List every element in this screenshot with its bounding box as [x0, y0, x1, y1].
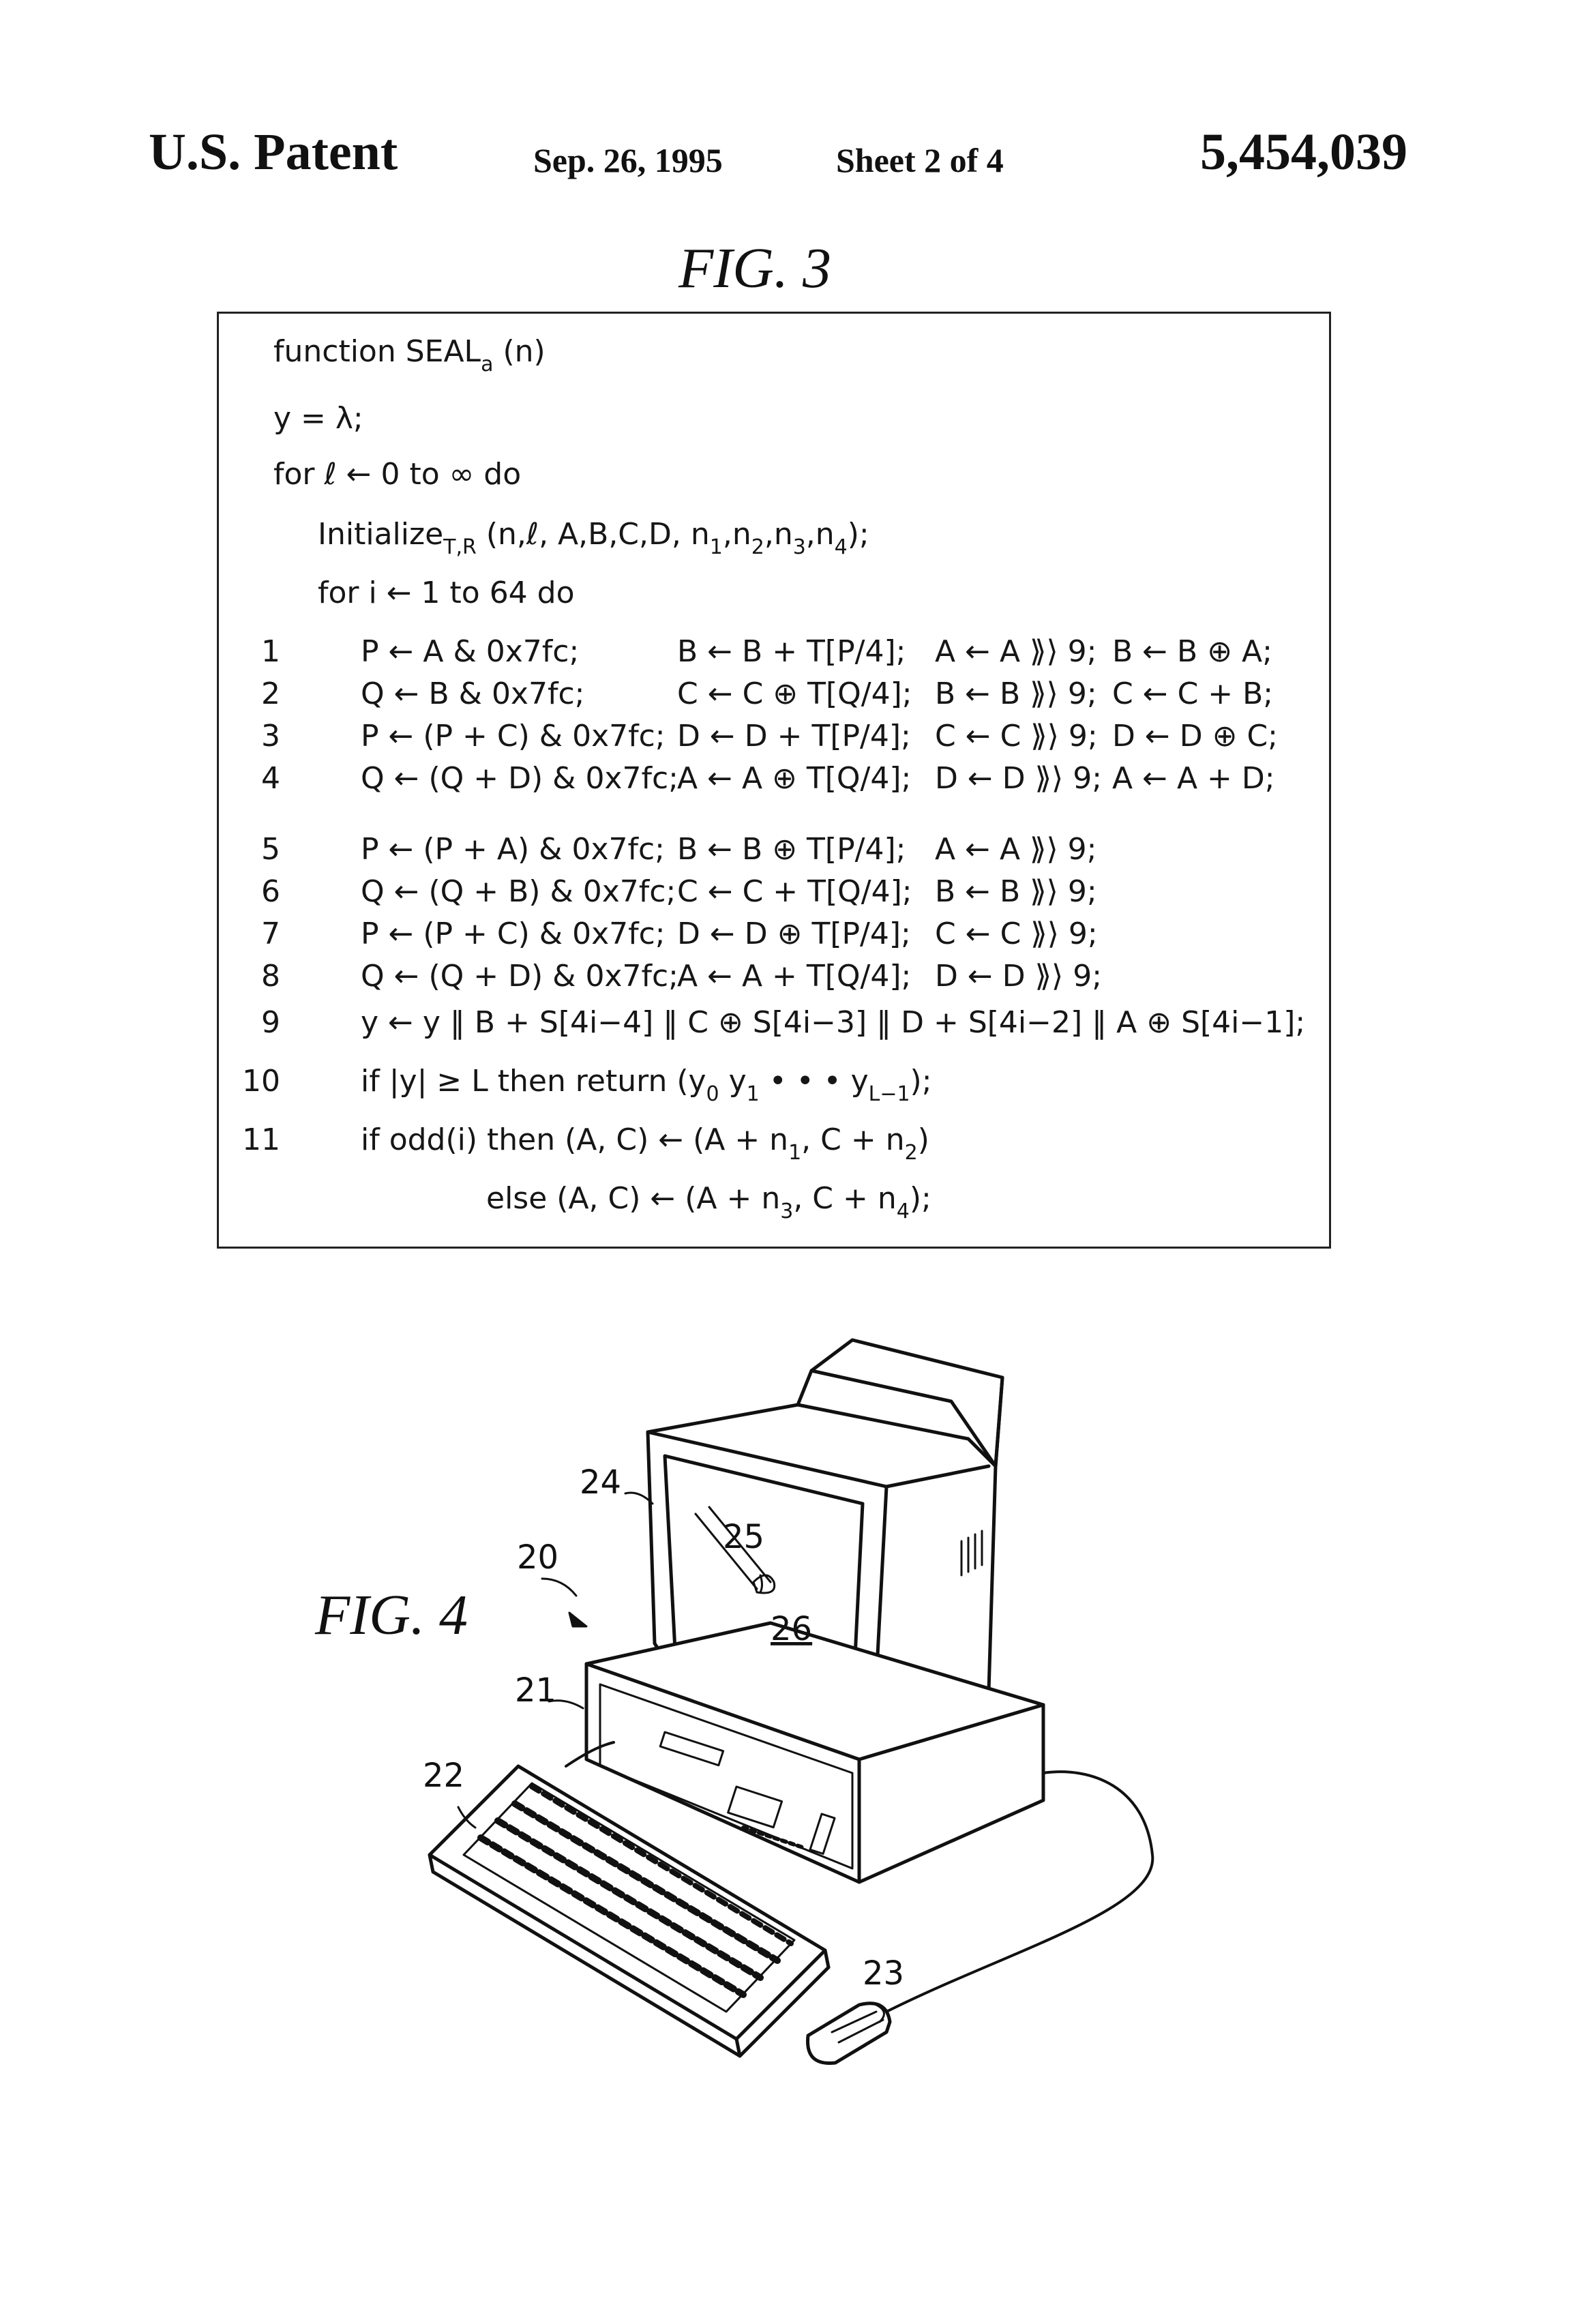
code-statement: D ← D + T[P/4]; [677, 719, 911, 754]
initialize-line: InitializeT,R (n,ℓ, A,B,C,D, n1,n2,n3,n4… [318, 517, 869, 559]
code-statement: A ← A + D; [1112, 761, 1275, 796]
code-statement: B ← B ⊕ T[P/4]; [677, 832, 906, 867]
line-number: 6 [261, 874, 280, 909]
code-statement: B ← B ⟫⟩ 9; [935, 676, 1097, 711]
code-statement: A ← A + T[Q/4]; [677, 959, 912, 994]
system-unit [584, 1621, 1045, 1884]
code-statement: A ← A ⟫⟩ 9; [935, 832, 1097, 867]
line-number: 9 [261, 1005, 280, 1040]
outer-loop-line: for ℓ ← 0 to ∞ do [273, 457, 522, 492]
code-statement: P ← (P + C) & 0x7fc; [361, 917, 666, 951]
line-number: 8 [261, 959, 280, 994]
line-11: if odd(i) then (A, C) ← (A + n1, C + n2) [361, 1122, 929, 1165]
code-statement: Q ← B & 0x7fc; [361, 676, 585, 711]
ref-23: 23 [863, 1954, 904, 1993]
y-init-line: y = λ; [273, 401, 363, 436]
code-statement: P ← A & 0x7fc; [361, 634, 580, 669]
code-statement: B ← B ⊕ A; [1112, 634, 1272, 669]
line-10: if |y| ≥ L then return (y0 y1 • • • yL−1… [361, 1064, 932, 1106]
mouse [806, 2001, 892, 2065]
code-statement: C ← C ⟫⟩ 9; [935, 719, 1098, 754]
line-number: 11 [242, 1122, 280, 1157]
ref-25: 25 [723, 1518, 764, 1556]
ref-24: 24 [580, 1463, 621, 1502]
function-signature: function SEALa (n) [273, 334, 546, 376]
code-statement: A ← A ⟫⟩ 9; [935, 634, 1097, 669]
line-number: 10 [242, 1064, 280, 1099]
keyboard [428, 1764, 831, 2058]
code-statement: D ← D ⟫⟩ 9; [935, 761, 1103, 796]
code-statement: B ← B + T[P/4]; [677, 634, 906, 669]
code-statement: D ← D ⊕ T[P/4]; [677, 917, 911, 951]
line-number: 3 [261, 719, 280, 754]
else-line: else (A, C) ← (A + n3, C + n4); [486, 1181, 931, 1223]
code-statement: Q ← (Q + D) & 0x7fc; [361, 959, 678, 994]
inner-loop-line: for i ← 1 to 64 do [318, 576, 575, 610]
line-9: y ← y ‖ B + S[4i−4] ‖ C ⊕ S[4i−3] ‖ D + … [361, 1005, 1306, 1040]
patent-title: U.S. Patent [149, 123, 398, 181]
code-statement: D ← D ⟫⟩ 9; [935, 959, 1103, 994]
mouse-cable [885, 1770, 1154, 2013]
line-number: 5 [261, 832, 280, 867]
line-number: 1 [261, 634, 280, 669]
code-statement: C ← C + T[Q/4]; [677, 874, 912, 909]
ref-20: 20 [517, 1538, 558, 1577]
patent-number: 5,454,039 [1200, 123, 1407, 181]
line-number: 4 [261, 761, 280, 796]
code-statement: A ← A ⊕ T[Q/4]; [677, 761, 912, 796]
code-statement: C ← C ⊕ T[Q/4]; [677, 676, 912, 711]
code-statement: Q ← (Q + D) & 0x7fc; [361, 761, 678, 796]
line-number: 2 [261, 676, 280, 711]
code-statement: C ← C + B; [1112, 676, 1274, 711]
reference-leaders [457, 1491, 885, 2023]
line-number: 7 [261, 917, 280, 951]
code-statement: C ← C ⟫⟩ 9; [935, 917, 1098, 951]
code-statement: P ← (P + C) & 0x7fc; [361, 719, 666, 754]
code-statement: D ← D ⊕ C; [1112, 719, 1278, 754]
algorithm-listing: function SEALa (n) y = λ; for ℓ ← 0 to ∞… [217, 312, 1331, 1249]
fig3-label: FIG. 3 [678, 237, 831, 300]
sheet-number: Sheet 2 of 4 [836, 141, 1004, 179]
fig4-label: FIG. 4 [315, 1583, 468, 1647]
ref-22: 22 [423, 1757, 464, 1795]
code-statement: P ← (P + A) & 0x7fc; [361, 832, 665, 867]
code-statement: B ← B ⟫⟩ 9; [935, 874, 1097, 909]
keyboard-cable [565, 1741, 615, 1768]
ref-21: 21 [515, 1671, 556, 1710]
code-statement: Q ← (Q + B) & 0x7fc; [361, 874, 676, 909]
ref-26: 26 [771, 1610, 812, 1648]
patent-date: Sep. 26, 1995 [533, 141, 723, 179]
